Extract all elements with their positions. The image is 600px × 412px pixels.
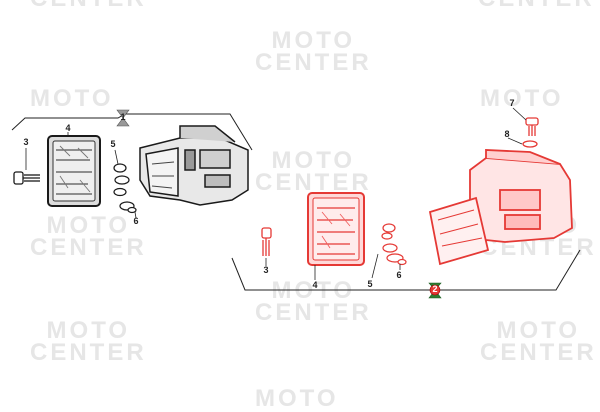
screw-part <box>13 171 40 185</box>
housing-part-highlighted <box>428 149 573 266</box>
lens-part-highlighted <box>307 192 365 266</box>
bulb-clips-part-highlighted <box>381 223 407 266</box>
leader-line <box>114 149 119 165</box>
top-screw-part-highlighted <box>522 117 539 148</box>
callout-3-upper: 3 <box>23 137 29 147</box>
callout-8: 8 <box>504 129 510 139</box>
lower-group-outline <box>231 249 581 291</box>
callout-5-lower: 5 <box>367 279 373 289</box>
callout-6-upper: 6 <box>133 216 139 226</box>
leader-line <box>507 137 523 145</box>
callout-6-lower: 6 <box>396 270 402 280</box>
callout-7: 7 <box>509 98 515 108</box>
housing-part <box>139 125 249 206</box>
callout-marker-1: 1 <box>120 112 126 122</box>
marker-1-icon <box>116 109 130 127</box>
callout-marker-2: 2 <box>432 284 438 294</box>
leader-line <box>134 211 137 219</box>
callout-3-lower: 3 <box>263 265 269 275</box>
marker-2-icon <box>428 282 442 299</box>
callout-5-upper: 5 <box>110 139 116 149</box>
leader-line <box>512 107 527 121</box>
callout-4-lower: 4 <box>312 280 318 290</box>
leader-line <box>371 253 379 279</box>
parts-diagram-svg <box>11 107 581 299</box>
lens-part <box>47 135 101 207</box>
callout-4-upper: 4 <box>65 123 71 133</box>
screw-part <box>261 227 272 256</box>
bulb-clips-part <box>113 163 137 214</box>
